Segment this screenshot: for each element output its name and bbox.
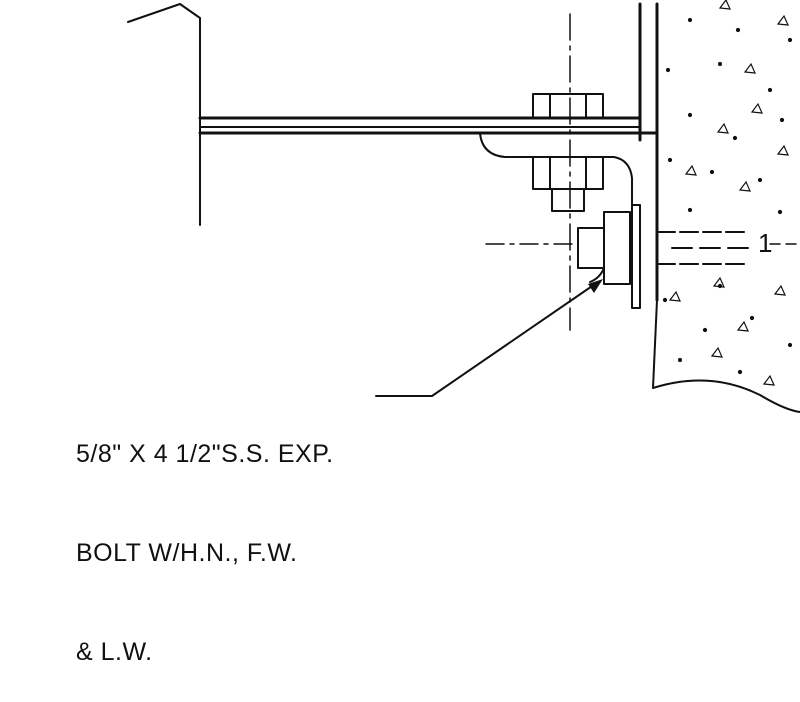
concrete-stipple — [662, 0, 793, 386]
upper-nut — [532, 93, 604, 119]
concrete-wall — [638, 2, 800, 413]
lower-nut — [532, 156, 604, 212]
callout-line-1: 5/8" X 4 1/2"S.S. EXP. — [76, 440, 334, 468]
break-line — [127, 3, 201, 226]
callout-line-2: BOLT W/H.N., F.W. — [76, 539, 298, 567]
bolt-callout: 5/8" X 4 1/2"S.S. EXP. BOLT W/H.N., F.W.… — [76, 372, 334, 702]
expansion-bolt — [577, 204, 753, 309]
dimension-mark: 1 — [758, 228, 772, 258]
connection-detail-drawing: 1 — [127, 0, 800, 413]
angle-leg — [479, 132, 633, 269]
leader-line — [375, 281, 599, 397]
horizontal-steel-member — [198, 116, 657, 135]
callout-line-3: & L.W. — [76, 638, 153, 666]
leader-arrowhead — [588, 279, 603, 293]
